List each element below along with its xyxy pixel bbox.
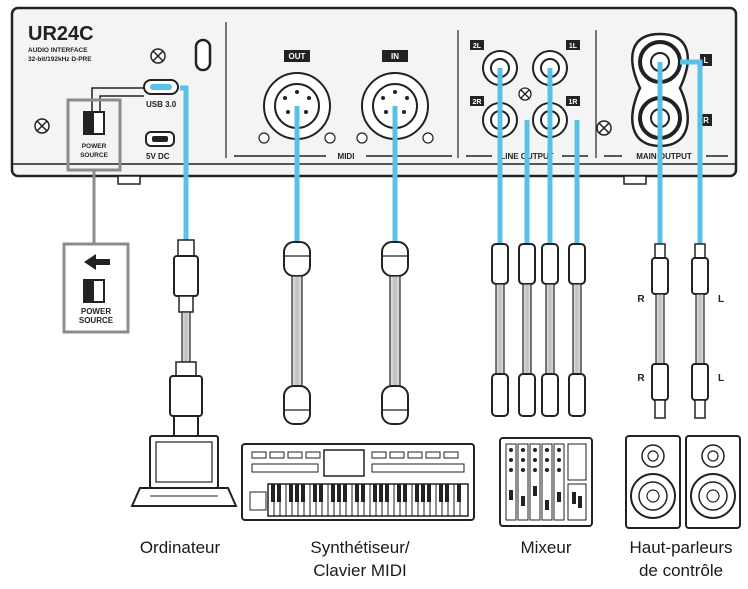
cable-label-r-top: R	[637, 294, 645, 305]
usb-label: USB 3.0	[146, 100, 177, 109]
trs-cable-r: R R	[637, 243, 669, 419]
cable-label-r-bottom: R	[637, 373, 645, 384]
midi-cable-1	[283, 241, 311, 425]
rca-cable	[541, 243, 559, 417]
screw-icon	[596, 120, 612, 136]
screw-icon	[150, 48, 166, 64]
caption-synth-line2: Clavier MIDI	[313, 561, 407, 580]
midi-in-label: IN	[391, 52, 399, 61]
rca-cable	[568, 243, 586, 417]
caption-synth-line1: Synthétiseur/	[310, 538, 410, 557]
panel-power-label-1: POWER	[82, 143, 107, 150]
jack-1r-label: 1R	[569, 99, 578, 106]
screw-icon	[34, 118, 50, 134]
brand-block: UR24C AUDIO INTERFACE 32-bit/192kHz D-PR…	[28, 23, 94, 63]
usb-cable	[169, 239, 203, 437]
screw-icon	[518, 87, 532, 101]
laptop-icon	[130, 435, 238, 507]
caption-speakers-line2: de contrôle	[638, 561, 724, 580]
main-output-section-text: MAIN OUTPUT	[636, 152, 692, 161]
rca-cable	[518, 243, 536, 417]
callout-power-label-1: POWER	[81, 307, 111, 316]
brand-subtitle-2: 32-bit/192kHz D-PRE	[28, 56, 92, 63]
midi-section-text: MIDI	[338, 152, 355, 161]
callout-power-label-2: SOURCE	[79, 316, 114, 325]
speaker-right-icon	[685, 435, 741, 529]
jack-1l-label: 1L	[569, 43, 578, 50]
connection-highlights	[180, 59, 703, 250]
brand-title: UR24C	[28, 23, 94, 45]
dc-port: 5V DC	[145, 131, 175, 161]
synthesizer-icon	[241, 443, 475, 521]
trs-cable-l: L L	[691, 243, 724, 419]
cable-label-l-bottom: L	[718, 373, 724, 384]
power-callout: POWER SOURCE	[62, 170, 130, 334]
main-l-label: L	[704, 56, 709, 65]
panel-power-label-2: SOURCE	[80, 152, 108, 159]
caption-speakers-line1: Haut-parleurs	[629, 538, 733, 557]
dc-label: 5V DC	[146, 152, 170, 161]
rca-cable	[491, 243, 509, 417]
usb-port: USB 3.0	[143, 79, 179, 109]
mixer-icon	[499, 437, 593, 527]
screw-icons	[34, 48, 612, 136]
brand-subtitle-1: AUDIO INTERFACE	[28, 47, 88, 54]
arrow-left-icon	[84, 254, 110, 270]
midi-section-label: MIDI	[234, 152, 452, 161]
caption-mixer: Mixeur	[520, 538, 572, 557]
midi-cable-2	[381, 241, 409, 425]
main-r-label: R	[703, 116, 709, 125]
jack-2l-label: 2L	[473, 43, 482, 50]
cable-label-l-top: L	[718, 294, 724, 305]
speaker-left-icon	[625, 435, 681, 529]
caption-computer: Ordinateur	[139, 538, 221, 557]
midi-out-label: OUT	[289, 52, 306, 61]
security-slot	[194, 38, 212, 72]
jack-2r-label: 2R	[473, 99, 482, 106]
rca-cables	[491, 243, 586, 417]
